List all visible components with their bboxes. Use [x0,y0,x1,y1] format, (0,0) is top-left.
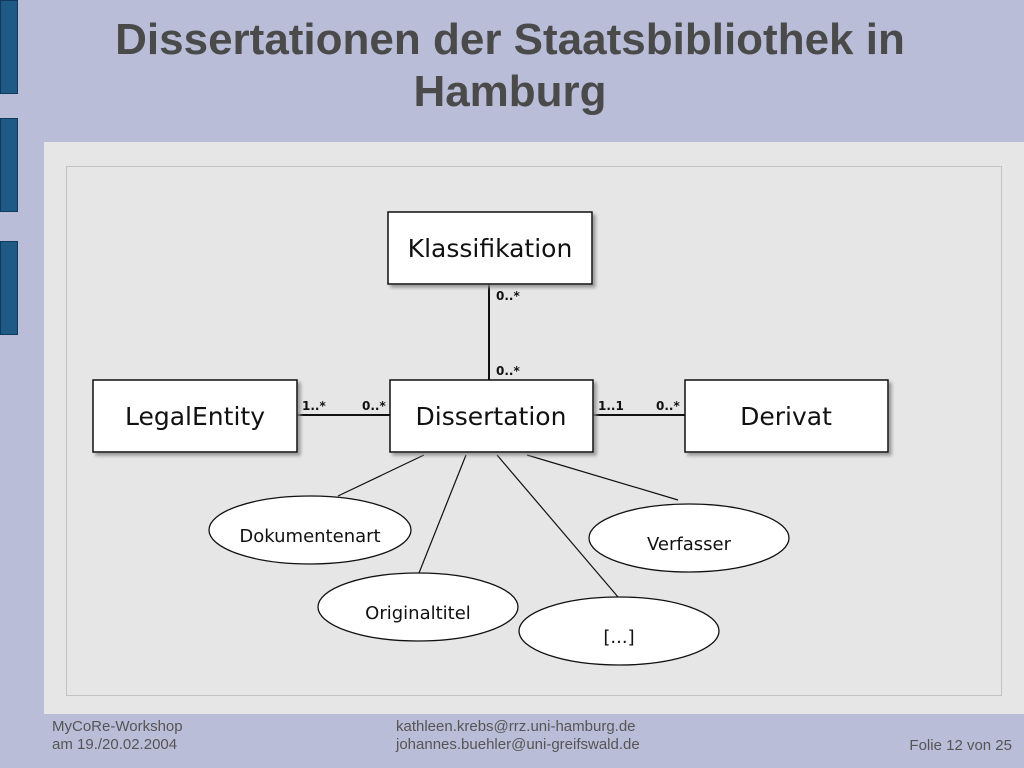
attribute-more-label: [...] [603,627,634,648]
footer-event: MyCoRe-Workshop am 19./20.02.2004 [52,718,183,754]
multiplicity-klassifikation-end: 0..* [496,289,520,303]
attribute-verfasser-ellipse [588,503,790,573]
entity-klassifikation-label: Klassifikation [408,234,573,263]
entity-derivat-box [684,379,889,453]
entity-klassifikation-box [387,211,593,285]
multiplicity-derivat-end: 0..* [656,399,680,413]
left-accent-bar-2 [0,118,18,212]
footer-slide-number: Folie 12 von 25 [850,737,1012,755]
link-attr-more [496,454,619,598]
attribute-dokumentenart-ellipse [208,495,412,565]
slide-title: Dissertationen der Staatsbibliothek in H… [40,14,980,118]
footer-event-date: am 19./20.02.2004 [52,736,178,753]
footer-event-name: MyCoRe-Workshop [52,718,183,735]
attribute-dokumentenart-label: Dokumentenart [239,526,380,547]
entity-derivat-label: Derivat [740,402,832,431]
footer-contacts: kathleen.krebs@rrz.uni-hamburg.de johann… [396,718,640,754]
slide-title-line-2: Hamburg [413,67,607,116]
left-accent-bar-3 [0,241,18,335]
diagram-panel [66,166,1002,696]
attribute-originaltitel-ellipse [317,572,519,642]
attribute-verfasser-label: Verfasser [647,534,732,555]
entity-dissertation-box [389,379,594,453]
multiplicity-dissertation-left-end: 0..* [362,399,386,413]
entity-legalentity-label: LegalEntity [125,402,265,431]
entity-dissertation-label: Dissertation [416,402,567,431]
slide-title-line-1: Dissertationen der Staatsbibliothek in [115,15,905,64]
left-accent-bar-1 [0,0,18,94]
multiplicity-legalentity-end: 1..* [302,399,326,413]
slide-number-label: Folie 12 von 25 [909,737,1012,754]
footer-email-2: johannes.buehler@uni-greifswald.de [396,736,640,753]
link-attr-originaltitel [418,454,467,574]
link-attr-dokumentenart [337,454,425,497]
entity-legalentity-box [92,379,298,453]
link-attr-verfasser [526,454,679,501]
multiplicity-dissertation-top-end: 0..* [496,364,520,378]
footer-email-1: kathleen.krebs@rrz.uni-hamburg.de [396,718,636,735]
attribute-originaltitel-label: Originaltitel [365,603,471,624]
multiplicity-dissertation-right-end: 1..1 [598,399,624,413]
attribute-more-ellipse [518,596,720,666]
